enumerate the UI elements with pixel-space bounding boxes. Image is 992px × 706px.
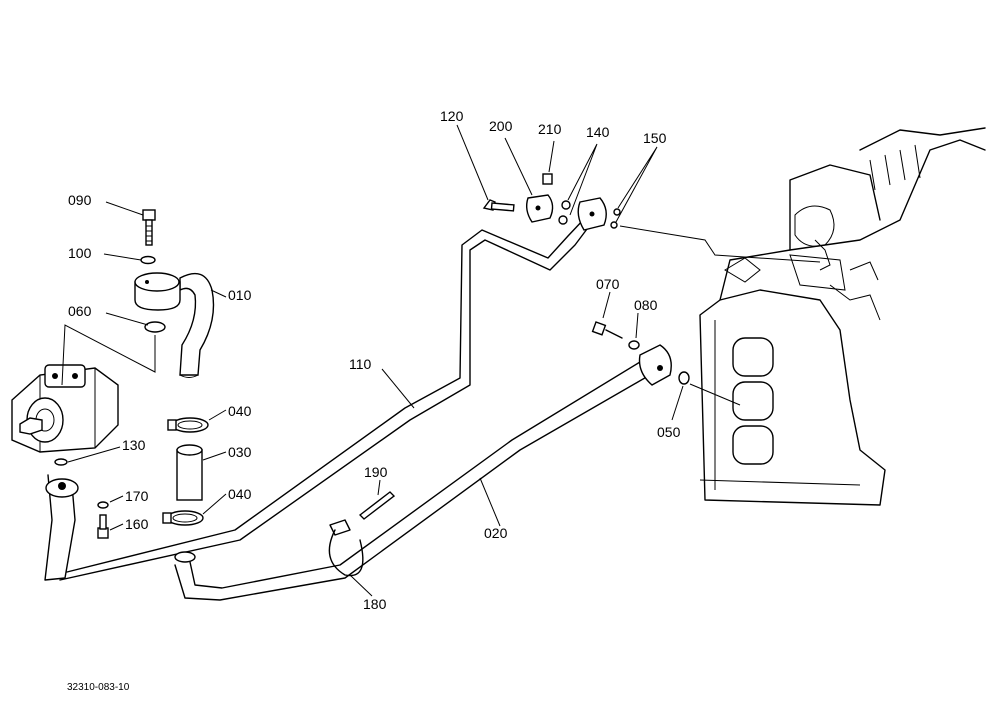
part-label-130: 130 [122, 437, 146, 453]
part-label-090: 090 [68, 192, 92, 208]
pipe-110 [44, 217, 591, 581]
part-label-010: 010 [228, 287, 252, 303]
part-label-070: 070 [596, 276, 620, 292]
bolt-090 [142, 209, 156, 246]
assembly-line-050 [689, 383, 741, 406]
engine-block [699, 127, 986, 506]
diagram-code: 32310-083-10 [67, 682, 130, 693]
leader-lines [67, 124, 684, 597]
bolt-070 [591, 321, 623, 339]
part-label-170: 170 [125, 488, 149, 504]
assembly-line-150 [619, 225, 821, 263]
hose-030 [176, 444, 203, 501]
part-label-160: 160 [125, 516, 149, 532]
part-label-180: 180 [363, 596, 387, 612]
part-label-140: 140 [586, 124, 610, 140]
fitting-block [134, 272, 181, 311]
part-label-210: 210 [538, 121, 562, 137]
bolt-160 [97, 514, 109, 539]
clip-190 [358, 491, 396, 520]
part-label-110: 110 [349, 356, 372, 372]
banjo-fitting [638, 344, 672, 386]
part-label-040-lower: 040 [228, 486, 252, 502]
flange-130 [45, 478, 79, 498]
oring-060 [144, 321, 166, 333]
hydraulic-pump [11, 364, 119, 453]
clamp-040-lower [162, 510, 204, 526]
oring-130 [54, 458, 68, 466]
bolt-120 [482, 199, 515, 212]
part-label-190: 190 [364, 464, 388, 480]
washer-170 [97, 501, 109, 509]
pipe-020 [174, 355, 661, 601]
part-label-150: 150 [643, 130, 667, 146]
part-label-200: 200 [489, 118, 513, 134]
assembly-line-060 [61, 324, 156, 386]
pipe-020-end [174, 551, 196, 563]
part-label-120: 120 [440, 108, 464, 124]
clamp-180 [328, 519, 364, 577]
part-label-100: 100 [68, 245, 92, 261]
part-label-030: 030 [228, 444, 252, 460]
washer-080 [628, 340, 640, 350]
part-label-040-upper: 040 [228, 403, 252, 419]
plug-210 [542, 173, 553, 185]
fitting-200 [525, 194, 554, 223]
washers-140 [558, 200, 571, 225]
washer-100 [140, 255, 156, 265]
part-label-020: 020 [484, 525, 508, 541]
oring-050 [678, 371, 690, 385]
part-label-050: 050 [657, 424, 681, 440]
part-label-080: 080 [634, 297, 658, 313]
clamp-040-upper [167, 417, 209, 433]
hose-010 [179, 272, 215, 378]
fitting-150-block [577, 197, 621, 231]
part-label-060: 060 [68, 303, 92, 319]
